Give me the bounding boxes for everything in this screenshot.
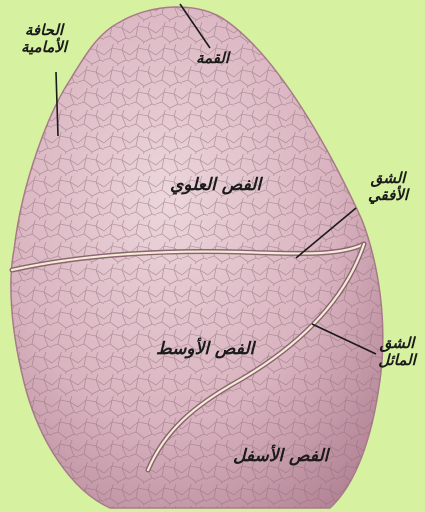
oblique-fissure-label: الشق المائل xyxy=(370,335,424,370)
lower-lobe-label: الفص الأسفل xyxy=(233,447,328,467)
middle-lobe-label: الفص الأوسط xyxy=(156,340,254,360)
upper-lobe-label: الفص العلوي xyxy=(170,176,261,196)
apex-label: القمة xyxy=(196,50,229,67)
anterior-border-label: الحافة الأمامية xyxy=(6,22,82,57)
horizontal-fissure-label: الشق الأفقي xyxy=(353,170,423,205)
